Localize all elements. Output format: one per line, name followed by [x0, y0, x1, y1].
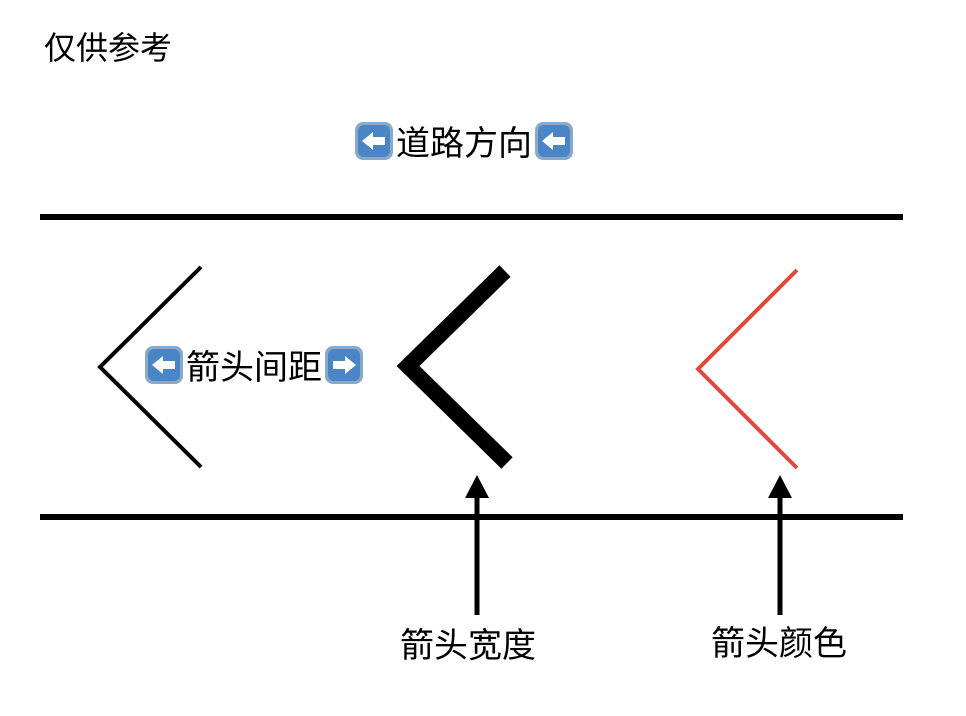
- chevron-thin: [97, 265, 203, 469]
- road-direction-text: 道路方向: [396, 124, 532, 164]
- chevron-red: [695, 268, 799, 470]
- left-arrow-key-icon: [145, 346, 183, 384]
- arrow-spacing-text: 箭头间距: [186, 348, 322, 388]
- up-pointer-arrow-icon: [465, 475, 489, 615]
- arrow-color-label: 箭头颜色: [711, 624, 847, 664]
- left-arrow-key-icon: [535, 122, 573, 160]
- reference-note: 仅供参考: [44, 29, 173, 67]
- up-pointer-arrow-icon: [768, 475, 792, 615]
- left-arrow-key-icon: [355, 122, 393, 160]
- arrow-width-label: 箭头宽度: [400, 626, 536, 666]
- road-direction-label-row: 道路方向: [354, 122, 574, 164]
- chevron-thick: [396, 265, 513, 469]
- right-arrow-key-icon: [325, 346, 363, 384]
- arrow-spacing-label-row: 箭头间距: [144, 346, 364, 388]
